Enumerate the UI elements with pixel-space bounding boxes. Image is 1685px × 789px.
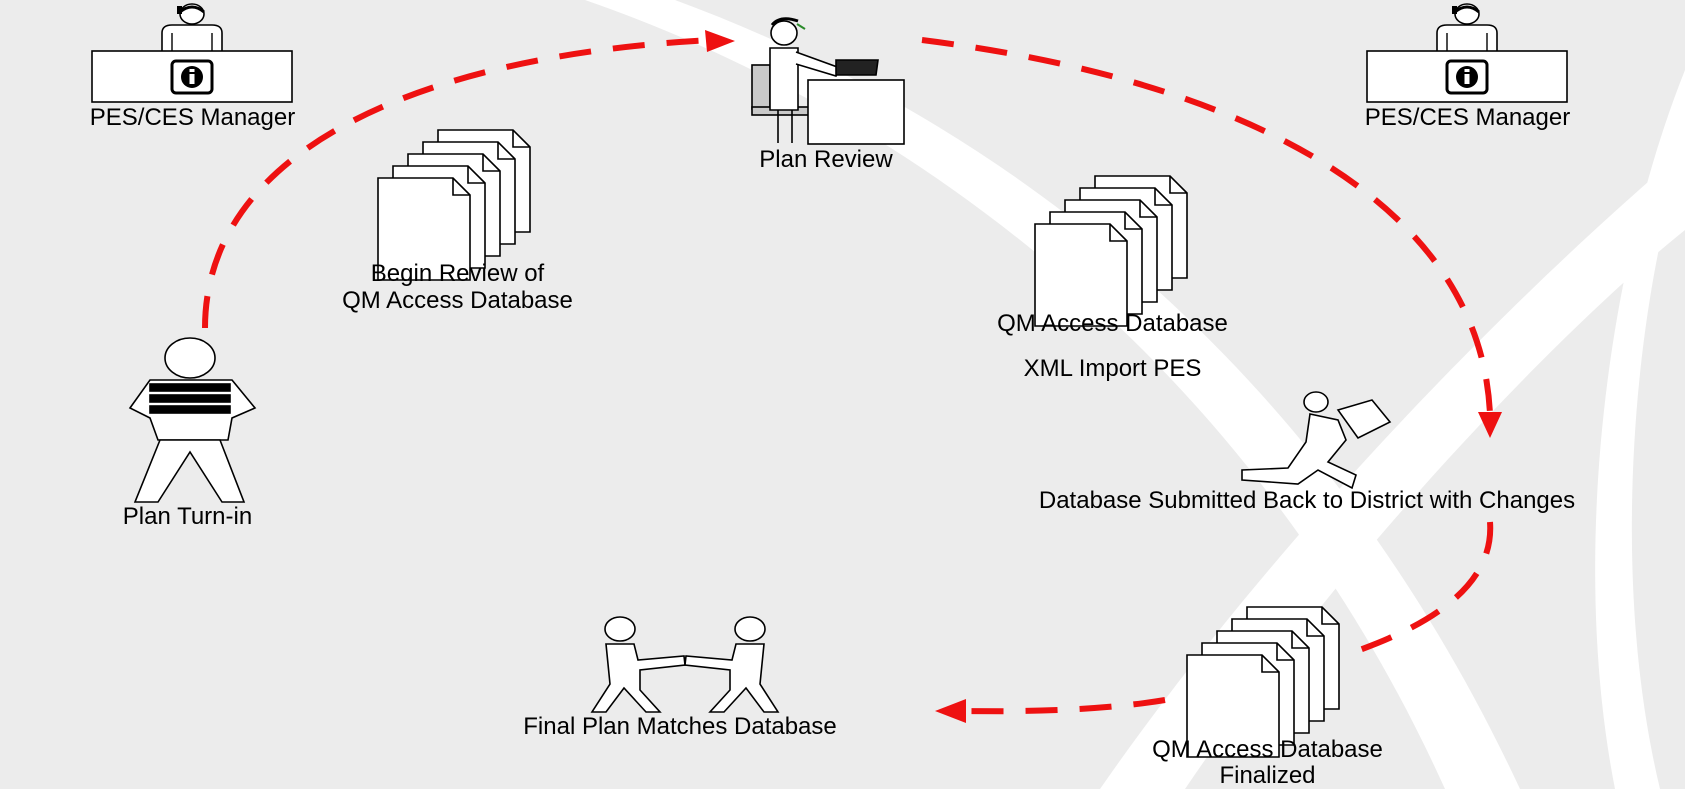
arrowhead-right bbox=[705, 30, 735, 52]
document-stack-icon bbox=[1187, 607, 1339, 757]
person-carrying-books-icon bbox=[128, 337, 257, 503]
final-plan-label: Final Plan Matches Database bbox=[523, 713, 837, 740]
arrow-review-to-submit bbox=[921, 37, 1493, 415]
arrow-submit-to-finalized bbox=[1344, 521, 1494, 658]
arrowhead-down bbox=[1478, 412, 1502, 438]
begin-review-label-line1: Begin Review of bbox=[370, 260, 545, 287]
submitted-back-label: Database Submitted Back to District with… bbox=[1038, 487, 1576, 514]
arrowheads bbox=[705, 30, 1502, 723]
begin-review-label-line2: QM Access Database bbox=[342, 287, 573, 314]
document-stack-icon bbox=[378, 130, 530, 280]
arrow-turnin-to-review bbox=[202, 37, 713, 329]
finalized-label-line1: QM Access Database bbox=[1152, 736, 1383, 763]
plan-turn-in-label: Plan Turn-in bbox=[122, 503, 253, 530]
xml-import-label: XML Import PES bbox=[1023, 355, 1202, 382]
reviewer-at-desk-icon bbox=[751, 17, 905, 145]
manager-desk-icon bbox=[90, 2, 294, 104]
handshake-icon bbox=[590, 616, 780, 713]
manager-left-label: PES/CES Manager bbox=[89, 104, 296, 131]
finalized-label-line2: Finalized bbox=[1219, 762, 1316, 789]
person-carrying-box-icon bbox=[1241, 391, 1392, 490]
workflow-cycle-arrows bbox=[202, 37, 1494, 715]
manager-right-label: PES/CES Manager bbox=[1364, 104, 1571, 131]
plan-review-label: Plan Review bbox=[759, 146, 893, 173]
arrow-finalized-to-final bbox=[961, 697, 1166, 715]
qm-access-db-label: QM Access Database bbox=[997, 310, 1228, 337]
arrowhead-left bbox=[935, 699, 966, 723]
manager-desk-icon bbox=[1365, 2, 1569, 104]
